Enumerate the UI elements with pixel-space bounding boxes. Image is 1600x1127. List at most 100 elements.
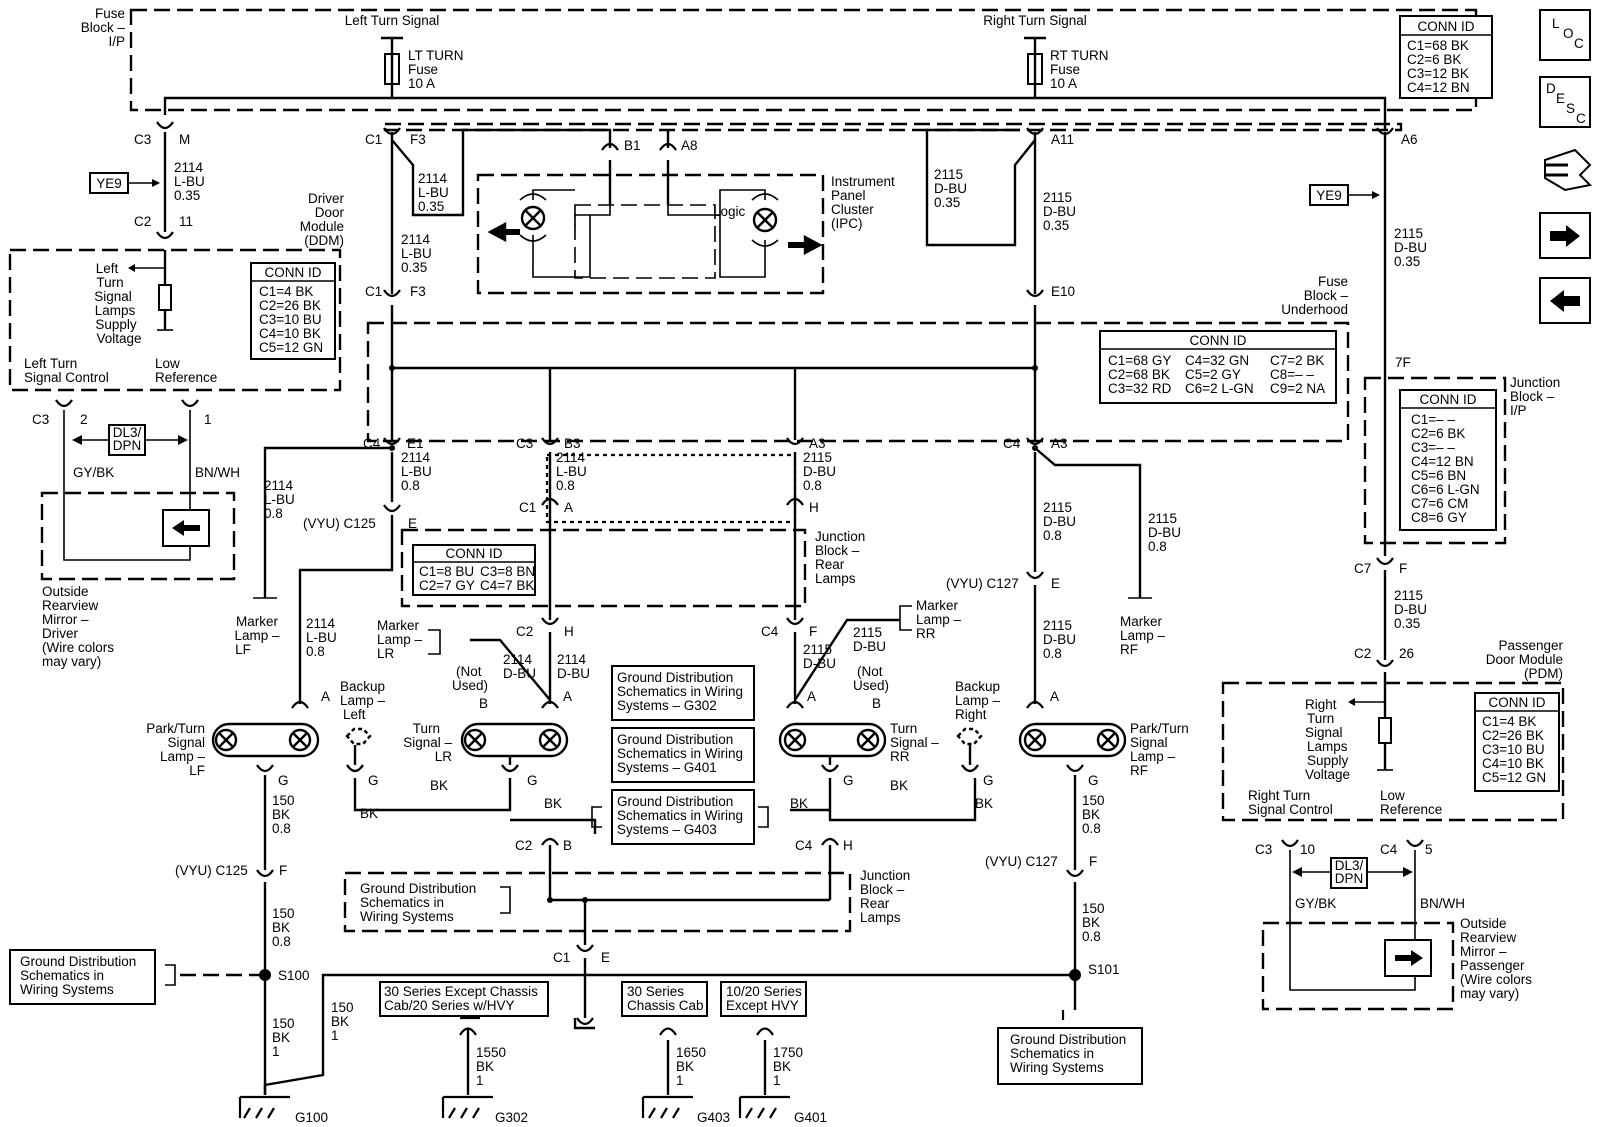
terminal — [1376, 557, 1394, 566]
fuse-block-ip-outline — [129, 8, 1478, 112]
series-1020-box — [720, 981, 807, 1017]
wire-bk: BK — [890, 778, 908, 793]
terminal — [786, 700, 804, 709]
connector-terminals — [55, 121, 1424, 953]
conn-id-title: CONN ID — [1190, 333, 1247, 348]
ground-g302-icon — [441, 1095, 493, 1119]
terminal — [156, 121, 174, 130]
conn-vyu-c125: (VYU) C125 — [175, 863, 248, 878]
note-boxes — [9, 15, 1560, 1085]
right-arrow-icon — [1395, 950, 1423, 966]
terminal — [541, 497, 559, 506]
connector-tool-icon[interactable] — [1544, 148, 1593, 192]
pin-a8: A8 — [681, 138, 698, 153]
terminal — [1026, 437, 1044, 446]
conn-c3: C3 — [516, 436, 533, 451]
conn-id-title: CONN ID — [1489, 695, 1546, 710]
ground-s100-box — [9, 949, 156, 1005]
previous-page-button[interactable] — [1539, 277, 1591, 324]
wire-bk: BK — [975, 796, 993, 811]
svg-text:C: C — [1574, 36, 1584, 51]
pin-f: F — [1399, 561, 1407, 576]
pin-f: F — [809, 624, 817, 639]
conn-c1: C1 — [553, 950, 570, 965]
park-turn-lamp-lf — [211, 722, 320, 758]
wire-bk: BK — [430, 778, 448, 793]
terminal — [786, 437, 804, 446]
pin-b: B — [479, 696, 488, 711]
terminal — [541, 437, 559, 446]
terminal — [256, 764, 274, 773]
lamps — [211, 193, 1127, 773]
next-page-button[interactable] — [1539, 212, 1591, 259]
pin-g: G — [843, 773, 854, 788]
wires — [63, 36, 1432, 1095]
terminal — [383, 289, 401, 298]
desc-button[interactable]: D E S C — [1539, 76, 1591, 128]
conn-c4: C4 — [363, 436, 381, 451]
ipc-harness-band — [383, 122, 1403, 132]
pin-b: B — [872, 696, 881, 711]
conn-c2: C2 — [1354, 646, 1371, 661]
ground-g403-icon — [641, 1095, 693, 1119]
terminal — [1281, 839, 1299, 848]
pin-b3: B3 — [564, 436, 581, 451]
ground-symbols — [238, 1010, 1065, 1119]
right-arrow-icon — [803, 235, 823, 255]
left-turn-signal-label: Left Turn Signal — [345, 13, 440, 28]
left-arrow-icon — [172, 520, 200, 536]
conn-c2: C2 — [134, 214, 151, 229]
terminal — [786, 497, 804, 506]
pin-10: 10 — [1300, 842, 1315, 857]
dl3-dpn-right-label: DL3/DPN — [1335, 858, 1364, 886]
pin-a: A — [563, 689, 572, 704]
pin-e: E — [408, 516, 417, 531]
backup-lamp-left — [345, 727, 372, 746]
ipc-left-indicator-bulb — [519, 193, 547, 242]
terminal — [1026, 289, 1044, 298]
terminal — [1376, 659, 1394, 668]
loc-button[interactable]: L O C — [1539, 9, 1591, 61]
pin-a: A — [564, 500, 573, 515]
conn-c3: C3 — [134, 132, 151, 147]
wire-bk: BK — [790, 796, 808, 811]
side-nav: L O C D E S C — [1539, 9, 1593, 324]
wire-bk: BK — [360, 806, 378, 821]
g302-label: G302 — [495, 1110, 528, 1125]
marker-lamp-rr-bracket — [899, 605, 912, 631]
pin-m: M — [179, 132, 190, 147]
conn-vyu-c125: (VYU) C125 — [303, 516, 376, 531]
